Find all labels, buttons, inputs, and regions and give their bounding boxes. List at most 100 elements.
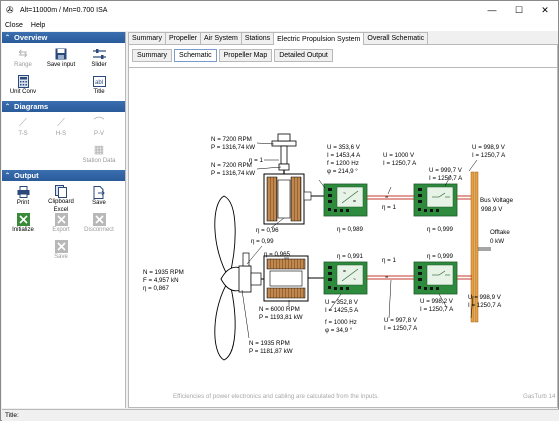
- dc-dc-converter-top: [413, 183, 458, 217]
- ts-diagram-button[interactable]: ⟋ T-S: [4, 114, 42, 141]
- station-data-button[interactable]: ▦Station Data: [80, 141, 118, 168]
- bus-i2: I = 1250,7 A: [468, 302, 502, 309]
- save-icon: [54, 47, 68, 61]
- calculator-icon: [16, 74, 30, 88]
- prop-shaft-p: P = 1181,87 kW: [249, 348, 293, 355]
- svg-text:abl: abl: [95, 80, 103, 86]
- menu-bar: Close Help: [1, 19, 558, 31]
- eta-motor-gear: η = 0,965: [264, 251, 291, 258]
- tab-stations[interactable]: Stations: [240, 32, 275, 44]
- disconnect-label: Disconnect: [84, 227, 114, 233]
- schematic-canvas: ~= ≈: [129, 67, 557, 407]
- cable1-u: U = 1000 V: [383, 152, 415, 159]
- subtab-propeller-map[interactable]: Propeller Map: [218, 49, 273, 62]
- brand-label: GasTurb 14: [523, 393, 556, 400]
- rect-u: U = 353,6 V: [327, 144, 361, 151]
- tab-propeller[interactable]: Propeller: [164, 32, 201, 44]
- rect-phi: φ = 214,9 °: [327, 168, 358, 175]
- export-icon: [54, 212, 68, 226]
- save-input-button[interactable]: Save input: [42, 45, 80, 72]
- print-button[interactable]: Print: [4, 183, 42, 210]
- disconnect-button[interactable]: Disconnect: [80, 210, 118, 237]
- export-label: Export: [52, 227, 70, 233]
- initialize-button[interactable]: Initialize: [4, 210, 42, 237]
- close-button[interactable]: ✕: [541, 4, 549, 15]
- printer-icon: [16, 185, 30, 199]
- subtab-summary[interactable]: Summary: [132, 49, 172, 62]
- title-label: Title: [93, 89, 105, 95]
- sub-tabs: Summary Schematic Propeller Map Detailed…: [132, 49, 335, 62]
- dc-dc-converter-bottom: [413, 261, 458, 295]
- main-tabs: Summary Propeller Air System Stations El…: [128, 32, 429, 45]
- app-icon: ✇: [6, 5, 14, 15]
- gen-p2: P = 1316,74 kW: [211, 170, 255, 177]
- output-header[interactable]: ⌃Output: [2, 170, 125, 181]
- initialize-icon: [16, 212, 30, 226]
- prop-eta: η = 0,867: [143, 285, 170, 292]
- tab-air-system[interactable]: Air System: [199, 32, 242, 44]
- save-disabled-icon: [54, 239, 68, 253]
- diagrams-tools: ⟋ T-S ⟋ H-S ⌒P-V ▦Station Data: [2, 112, 125, 170]
- tab-overall-schematic[interactable]: Overall Schematic: [363, 32, 429, 44]
- collapse-icon: ⌃: [5, 173, 11, 179]
- inverter: =~: [323, 261, 368, 295]
- minimize-button[interactable]: —: [487, 5, 497, 15]
- ts-label: T-S: [18, 131, 28, 137]
- collapse-icon: ⌃: [5, 35, 11, 41]
- status-bar: Title:: [2, 409, 559, 421]
- title-icon: abl: [92, 74, 106, 88]
- svg-text:~: ~: [343, 191, 346, 197]
- diagrams-header[interactable]: ⌃Diagrams: [2, 101, 125, 112]
- eta-prop-shaft: η = 0,99: [251, 238, 274, 245]
- footnote: Efficiencies of power electronics and ca…: [173, 393, 379, 400]
- cable2-i: I = 1250,7 A: [384, 325, 418, 332]
- menu-close[interactable]: Close: [5, 21, 23, 29]
- pv-diagram-icon: ⌒: [93, 117, 105, 129]
- motor: [263, 255, 324, 302]
- offtake-value: 0 kW: [490, 238, 504, 245]
- hs-label: H-S: [55, 131, 67, 137]
- bus-voltage-value: 998,9 V: [481, 206, 503, 213]
- svg-text:=: =: [343, 269, 346, 275]
- hs-diagram-icon: ⟋: [57, 117, 65, 129]
- eta-gear-top: η = 1: [249, 157, 263, 164]
- eta-inverter: η = 0,991: [337, 253, 364, 260]
- clipboard-label: Clipboard: [48, 199, 74, 205]
- slider-button[interactable]: Slider: [80, 45, 118, 72]
- dcdc2-u: U = 998,2 V: [420, 298, 454, 305]
- save-output-button[interactable]: Save: [80, 183, 118, 210]
- dcdc1-u: U = 999,7 V: [429, 167, 463, 174]
- export-button[interactable]: Export: [42, 210, 80, 237]
- menu-help[interactable]: Help: [30, 21, 46, 29]
- pv-diagram-button[interactable]: ⌒P-V: [80, 114, 118, 141]
- hs-diagram-button[interactable]: ⟋ H-S: [42, 114, 80, 141]
- subtab-detailed-output[interactable]: Detailed Output: [274, 49, 333, 62]
- unit-conv-button[interactable]: Unit Conv: [4, 72, 42, 99]
- propeller: [214, 195, 267, 361]
- main-area: Summary Propeller Air System Stations El…: [128, 32, 558, 408]
- maximize-button[interactable]: ☐: [514, 4, 524, 15]
- overview-header[interactable]: ⌃Overview: [2, 32, 125, 43]
- tab-electric-propulsion-system[interactable]: Electric Propulsion System: [273, 32, 365, 45]
- output-title: Output: [14, 171, 39, 180]
- title-bar: ✇ Alt=11000m / Mn=0.700 ISA — ☐ ✕: [1, 1, 558, 19]
- station-data-icon: ▦: [93, 144, 105, 156]
- window-title: Alt=11000m / Mn=0.700 ISA: [20, 6, 108, 14]
- disconnect-icon: [92, 212, 106, 226]
- schematic-diagram: ~= ≈: [143, 133, 556, 400]
- subtab-schematic[interactable]: Schematic: [173, 49, 217, 62]
- unit-conv-label: Unit Conv: [9, 89, 37, 95]
- rectifier: ~=: [323, 183, 368, 217]
- range-button[interactable]: ⇆Range: [4, 45, 42, 72]
- slider-icon: [92, 47, 106, 61]
- tab-summary[interactable]: Summary: [128, 32, 166, 44]
- gen-n2: N = 7200 RPM: [211, 162, 252, 169]
- dcdc1-i: I = 1250,7 A: [429, 175, 463, 182]
- save-output-label: Save: [92, 200, 106, 206]
- save-disabled-button[interactable]: Save: [42, 237, 80, 264]
- ts-diagram-icon: ⟋: [19, 117, 27, 129]
- eta-cable1: η = 1: [382, 204, 396, 211]
